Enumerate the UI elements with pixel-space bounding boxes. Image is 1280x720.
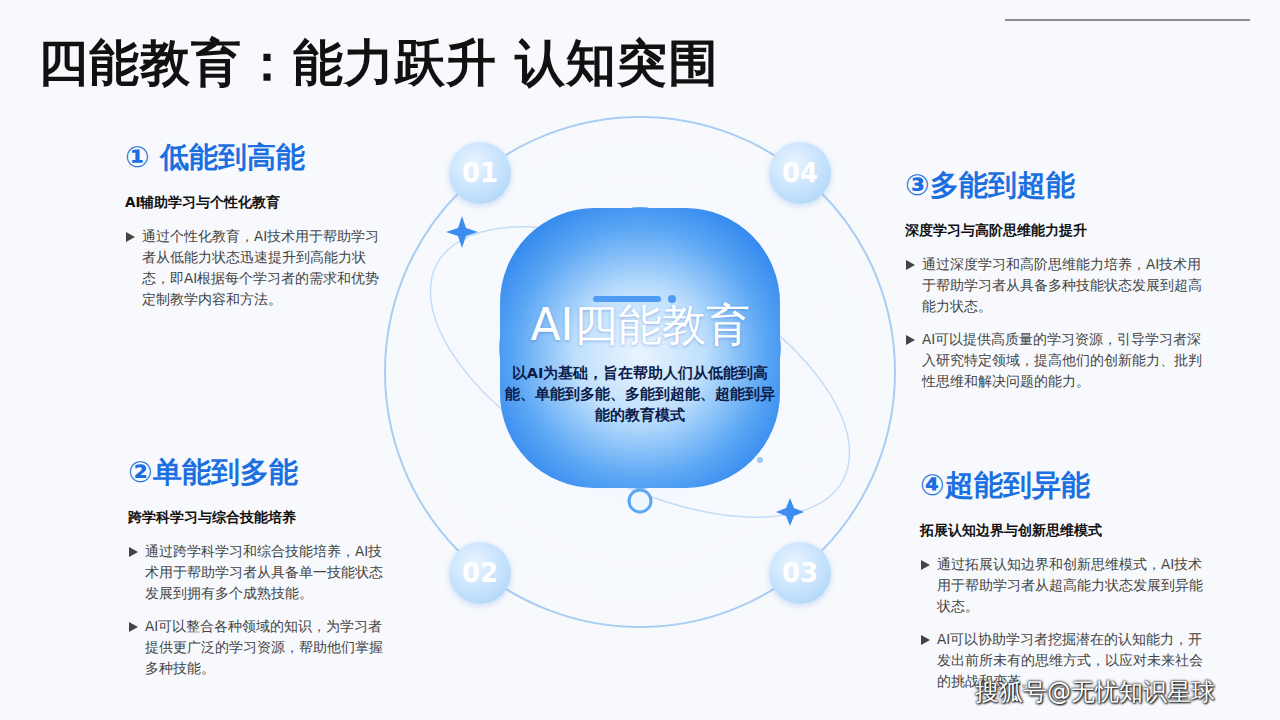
bullet-arrow [129, 622, 138, 632]
bullet-arrow [906, 335, 915, 345]
bullet-arrow [129, 547, 138, 557]
bullet-arrow [126, 232, 135, 242]
section-heading: ④超能到异能 [920, 466, 1210, 506]
section-subheading: 拓展认知边界与创新思维模式 [920, 522, 1210, 540]
bullet-arrow [921, 635, 930, 645]
number-circle: 03 [769, 542, 831, 604]
number-circle: 01 [449, 142, 511, 204]
callout-number: 03 [782, 558, 818, 588]
text-section: ③多能到超能深度学习与高阶思维能力提升通过深度学习和高阶思维能力培养，AI技术用… [905, 166, 1210, 404]
number-circle: 04 [769, 142, 831, 204]
section-heading: ① 低能到高能 [125, 138, 387, 178]
number-circle: 02 [449, 542, 511, 604]
bullet-text: AI可以提供高质量的学习资源，引导学习者深入研究特定领域，提高他们的创新能力、批… [905, 329, 1210, 392]
bullet-arrow [906, 260, 915, 270]
center-blob: AI四能教育以AI为基础，旨在帮助人们从低能到高能、单能到多能、多能到超能、超能… [468, 178, 812, 518]
text-section: ① 低能到高能 AI辅助学习与个性化教育通过个性化教育，AI技术用于帮助学习者从低… [125, 138, 387, 322]
section-subheading: AI辅助学习与个性化教育 [125, 194, 387, 212]
text-section: ④超能到异能拓展认知边界与创新思维模式通过拓展认知边界和创新思维模式，AI技术用… [920, 466, 1210, 704]
callout-number: 04 [782, 158, 818, 188]
watermark: 搜狐号@无忧知识星球 [975, 676, 1215, 708]
bullet-text: 通过个性化教育，AI技术用于帮助学习者从低能力状态迅速提升到高能力状态，即AI根… [125, 226, 387, 310]
section-heading: ③多能到超能 [905, 166, 1210, 206]
bullet-text: 通过跨学科学习和综合技能培养，AI技术用于帮助学习者从具备单一技能状态发展到拥有… [128, 541, 390, 604]
center-heading: AI四能教育 [530, 296, 749, 355]
bullet-text: 通过深度学习和高阶思维能力培养，AI技术用于帮助学习者从具备多种技能状态发展到超… [905, 254, 1210, 317]
center-description: 以AI为基础，旨在帮助人们从低能到高能、单能到多能、多能到超能、超能到异能的教育… [505, 363, 775, 426]
bullet-text: 通过拓展认知边界和创新思维模式，AI技术用于帮助学习者从超高能力状态发展到异能状… [920, 554, 1210, 617]
callout-number: 02 [462, 558, 498, 588]
text-section: ②单能到多能跨学科学习与综合技能培养通过跨学科学习和综合技能培养，AI技术用于帮… [128, 453, 390, 691]
blob-text: AI四能教育以AI为基础，旨在帮助人们从低能到高能、单能到多能、多能到超能、超能… [468, 296, 812, 426]
section-heading: ②单能到多能 [128, 453, 390, 493]
page-title: 四能教育：能力跃升 认知突围 [38, 30, 719, 97]
bullet-arrow [921, 560, 930, 570]
section-subheading: 跨学科学习与综合技能培养 [128, 509, 390, 527]
callout-number: 01 [462, 158, 498, 188]
section-subheading: 深度学习与高阶思维能力提升 [905, 222, 1210, 240]
bullet-text: AI可以整合各种领域的知识，为学习者提供更广泛的学习资源，帮助他们掌握多种技能。 [128, 616, 390, 679]
